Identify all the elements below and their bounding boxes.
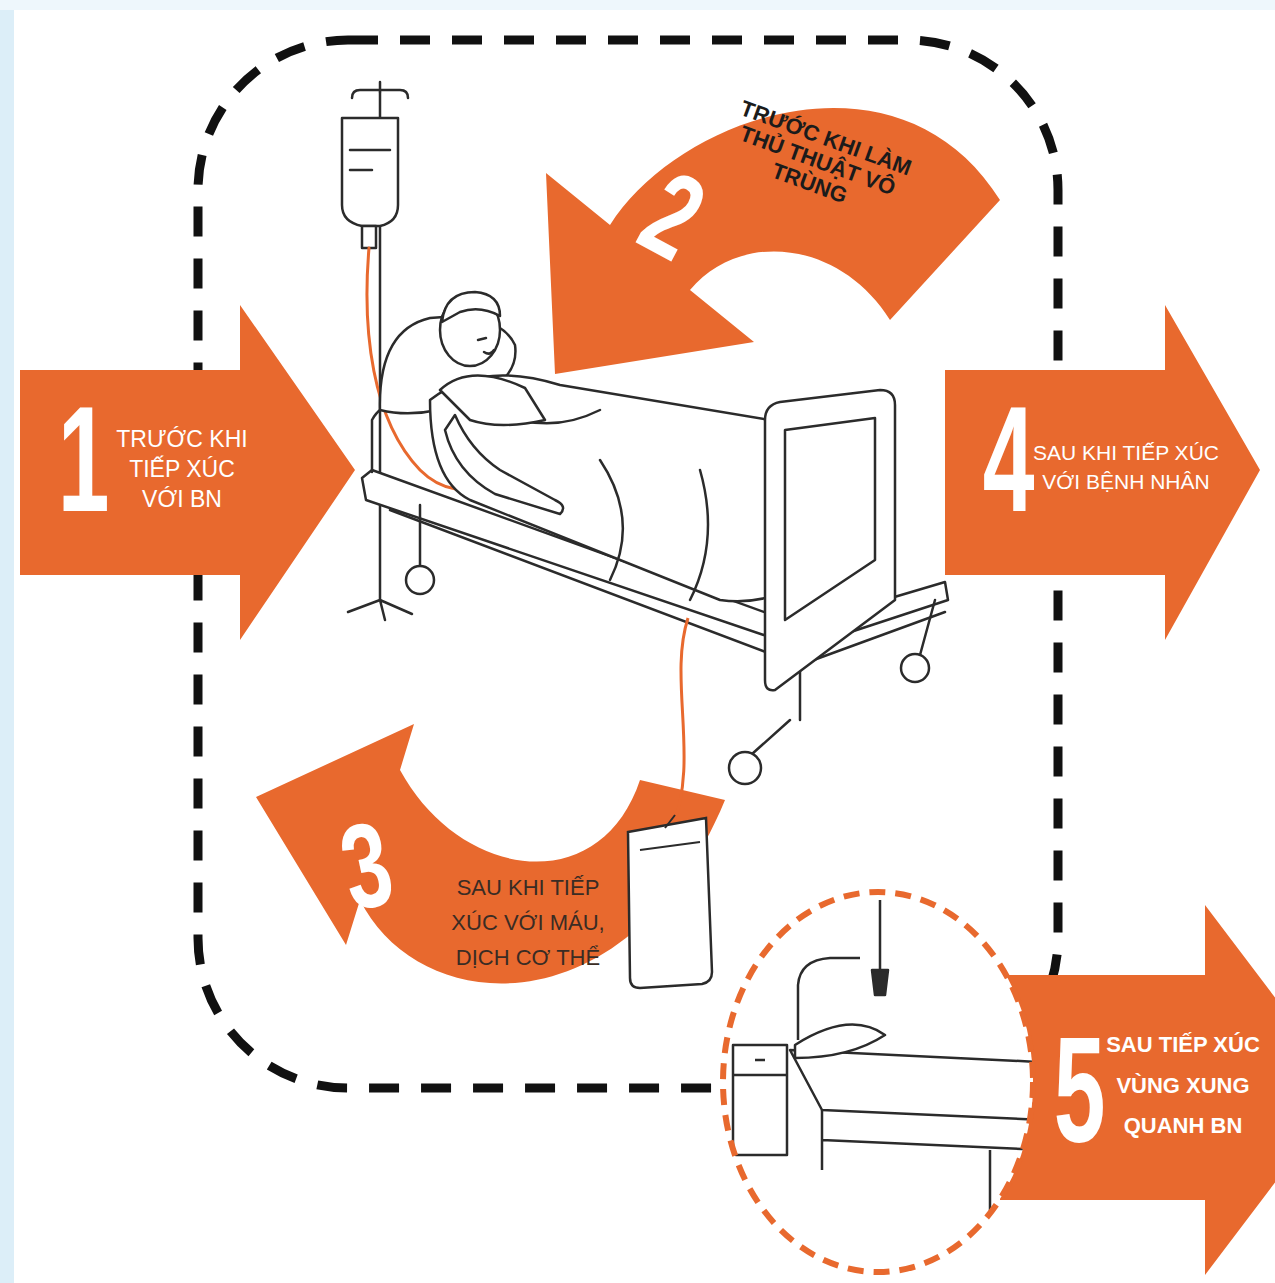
nightstand — [733, 1045, 787, 1155]
footboard — [765, 390, 895, 690]
arrow-fill — [945, 305, 1260, 640]
room-bed-wheel — [982, 1250, 998, 1266]
patient-hair — [442, 292, 500, 322]
call-cord — [879, 900, 882, 970]
nightstand-drawer — [733, 1060, 787, 1075]
head-rail — [372, 405, 395, 472]
drip-chamber — [362, 226, 376, 248]
moment-arrow: 1TRƯỚC KHI TIẾP XÚC VỚI BN — [20, 300, 360, 645]
patient-arm — [445, 415, 563, 514]
urine-bag — [628, 818, 712, 988]
bed-wheel — [901, 654, 929, 682]
moment-arrow: 5SAU TIẾP XÚC VÙNG XUNG QUANH BN — [1000, 900, 1275, 1280]
moment-number: 4 — [983, 384, 1035, 534]
page-edge — [0, 0, 14, 1283]
moment-arrow: 4SAU KHI TIẾP XÚC VỚI BỆNH NHÂN — [945, 300, 1265, 645]
iv-bag-mark — [350, 150, 390, 170]
patient-surroundings — [723, 892, 1033, 1272]
iv-base — [348, 600, 412, 620]
moment-label: SAU KHI TIẾP XÚC VỚI MÁU, DỊCH CƠ THỂ — [433, 870, 623, 976]
moment-label: SAU KHI TIẾP XÚC VỚI BỆNH NHÂN — [1017, 438, 1235, 497]
footboard-panel — [785, 418, 875, 620]
room-zone-fill — [723, 892, 1033, 1272]
room-pillow — [795, 1025, 885, 1058]
urine-bag-mark — [640, 815, 700, 850]
iv-bag — [342, 118, 398, 226]
call-bell — [872, 970, 888, 995]
moment-number: 1 — [58, 384, 110, 534]
moment-label: SAU TIẾP XÚC VÙNG XUNG QUANH BN — [1092, 1025, 1274, 1147]
arrow-fill — [256, 724, 725, 983]
bed-wheel — [406, 566, 434, 594]
urine-tube — [672, 618, 688, 828]
arrow-fill — [20, 305, 355, 640]
moment-arrow: 2TRƯỚC KHI LÀM THỦ THUẬT VÔ TRÙNG — [540, 85, 1010, 405]
headboard — [798, 958, 860, 1040]
moment-number: 5 — [1054, 1015, 1106, 1165]
moment-label: TRƯỚC KHI TIẾP XÚC VỚI BN — [108, 425, 256, 515]
patient-face — [478, 338, 494, 354]
moment-arrow: 3SAU KHI TIẾP XÚC VỚI MÁU, DỊCH CƠ THỂ — [255, 720, 735, 1030]
iv-hanger — [352, 82, 408, 98]
patient-zone — [198, 40, 1058, 1088]
arrow-fill — [1000, 905, 1275, 1275]
page-edge — [0, 0, 1275, 10]
room-bed — [733, 900, 1045, 1266]
room-mattress — [790, 1050, 1045, 1120]
bed-wheel — [729, 752, 761, 784]
room-bed-frame — [822, 1110, 1045, 1250]
